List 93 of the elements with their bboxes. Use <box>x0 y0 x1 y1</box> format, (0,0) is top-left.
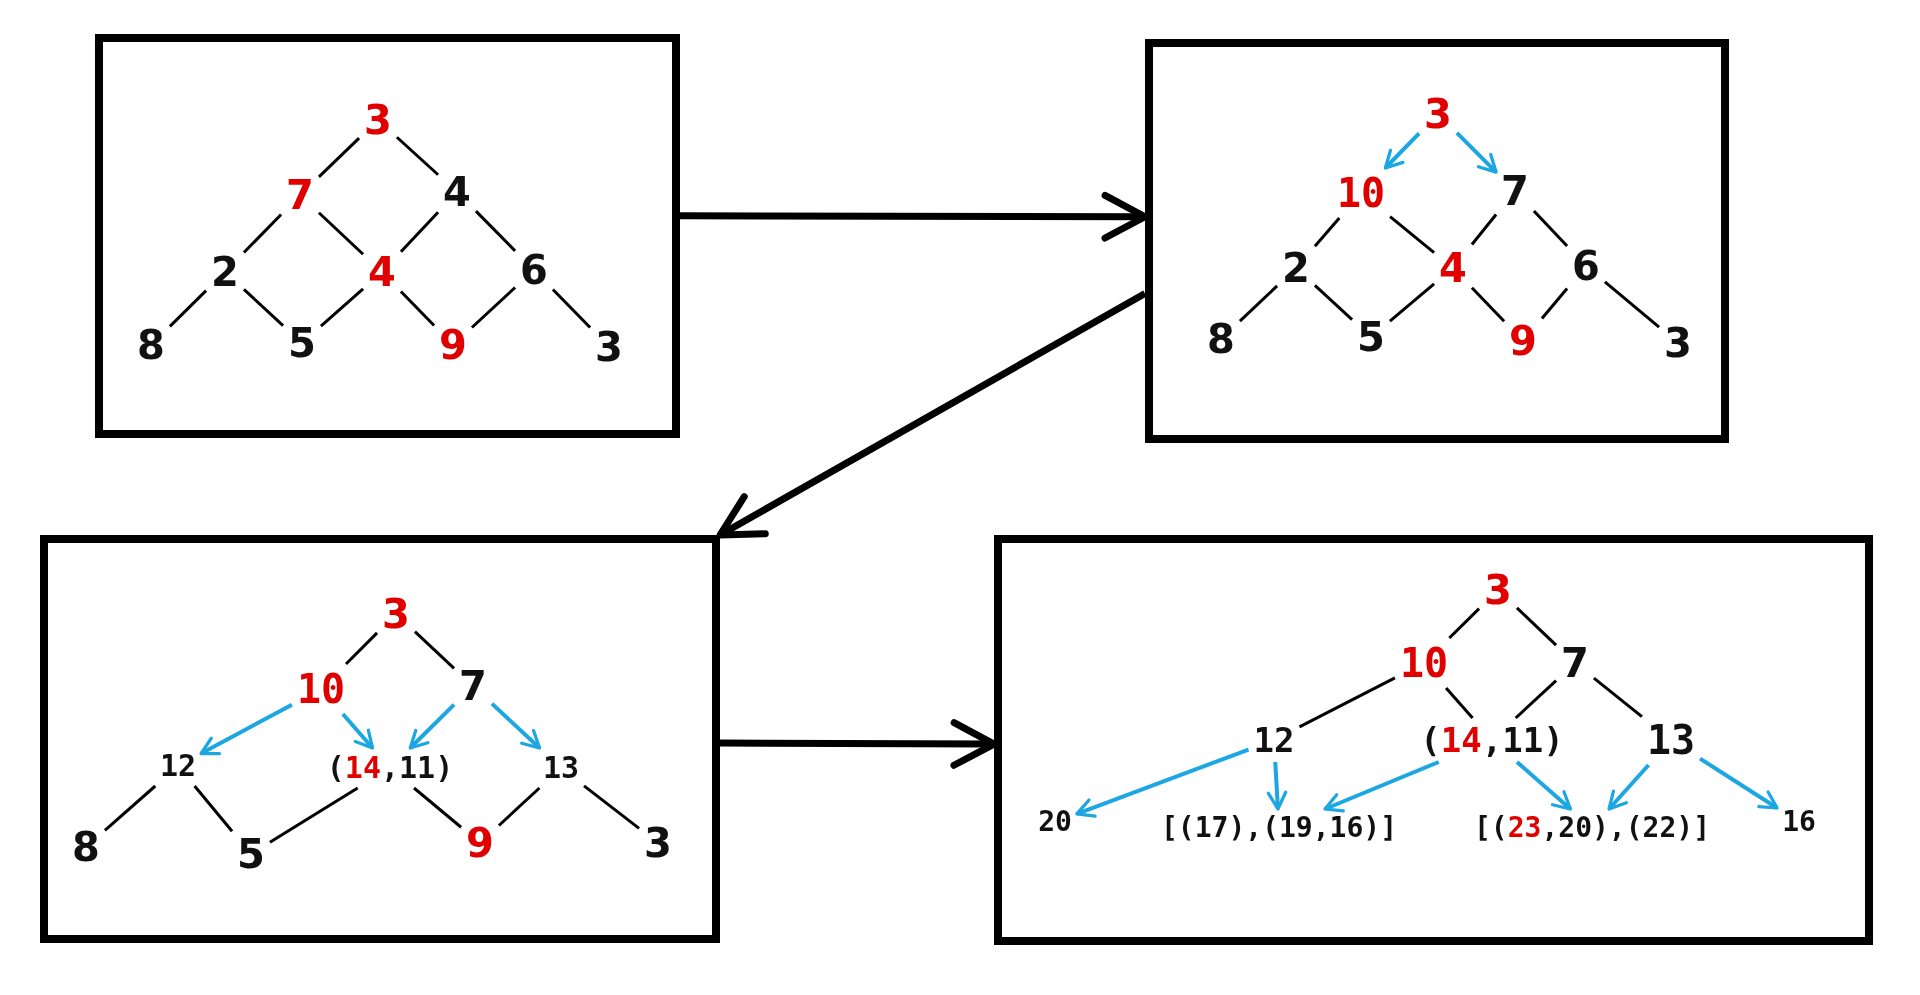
node-value: 8 <box>137 325 165 365</box>
node-value: 9 <box>466 823 494 863</box>
node-value: 4 <box>368 252 396 292</box>
tree-line <box>1313 284 1354 321</box>
node-value: 3 <box>1484 570 1512 610</box>
tree-panel <box>40 535 720 943</box>
tree-line <box>1298 676 1396 729</box>
tree-line <box>583 784 640 830</box>
tree-line <box>1470 286 1506 323</box>
tree-line <box>474 210 517 252</box>
node-value: 7 <box>1561 643 1589 683</box>
tree-line <box>1313 217 1341 248</box>
tree-line <box>470 286 517 329</box>
node-value: 10 <box>296 669 346 709</box>
node-value: 7 <box>1501 171 1529 211</box>
arrow <box>1515 760 1573 811</box>
node-value: (14,11) <box>1420 723 1564 757</box>
tree-line <box>242 213 283 254</box>
node-value: 13 <box>1646 720 1696 760</box>
tree-line <box>1470 213 1498 246</box>
node-value: 7 <box>286 175 314 215</box>
arrow <box>1607 763 1651 811</box>
node-value: 12 <box>159 751 197 781</box>
node-value: 3 <box>1664 323 1692 363</box>
node-value: 8 <box>1207 319 1235 359</box>
node-value: 16 <box>1782 808 1816 836</box>
tree-line <box>168 289 208 328</box>
tree-panel <box>95 34 680 438</box>
tree-line <box>497 786 541 827</box>
node-value: 5 <box>237 834 265 874</box>
tree-line <box>103 784 157 832</box>
tree-line <box>1389 215 1436 254</box>
tree-line <box>317 211 365 256</box>
node-value: [(17),(19,16)] <box>1161 814 1397 842</box>
node-value: 4 <box>1439 248 1467 288</box>
node-value: 3 <box>382 594 410 634</box>
arrow <box>716 290 1147 539</box>
tree-line <box>399 211 440 253</box>
node-value: 3 <box>1424 94 1452 134</box>
arrow <box>1699 756 1779 810</box>
tree-line <box>551 288 592 329</box>
tree-line <box>1532 209 1569 248</box>
node-value: 5 <box>288 323 316 363</box>
tree-line <box>269 786 359 844</box>
arrow <box>341 712 375 750</box>
tree-line <box>317 137 361 178</box>
tree-line <box>399 290 436 327</box>
node-value: 13 <box>542 753 580 783</box>
arrow <box>490 702 542 750</box>
tree-line <box>1514 679 1558 720</box>
tree-line <box>1593 677 1643 718</box>
node-value: 2 <box>211 252 239 292</box>
node-value: 3 <box>644 823 672 863</box>
arrow <box>199 702 293 756</box>
tree-line <box>1448 607 1481 640</box>
node-value: 12 <box>1253 723 1295 757</box>
node-value: 8 <box>72 827 100 867</box>
tree-line <box>1388 282 1436 323</box>
node-value: 9 <box>1509 321 1537 361</box>
arrow <box>1075 747 1250 818</box>
node-value: 10 <box>1336 173 1386 213</box>
tree-line <box>1540 287 1569 320</box>
node-value: 4 <box>443 172 471 212</box>
tree-line <box>1444 687 1474 719</box>
tree-line <box>193 785 234 833</box>
node-value: 20 <box>1038 808 1072 836</box>
node-value: [(23,20),(22)] <box>1474 814 1710 842</box>
tree-line <box>1238 284 1279 323</box>
arrow <box>1383 132 1421 170</box>
tree-line <box>242 288 285 327</box>
tree-line <box>319 287 365 328</box>
node-value: 6 <box>520 250 548 290</box>
arrow <box>1455 131 1498 174</box>
node-value: (14,11) <box>326 753 454 783</box>
arrow <box>1266 761 1288 811</box>
node-value: 6 <box>1572 246 1600 286</box>
node-value: 2 <box>1282 248 1310 288</box>
node-value: 7 <box>459 666 487 706</box>
node-value: 3 <box>364 100 392 140</box>
tree-line <box>1603 280 1661 329</box>
node-value: 10 <box>1399 643 1449 683</box>
tree-panel <box>994 535 1873 945</box>
tree-line <box>413 630 456 670</box>
tree-line <box>413 786 463 829</box>
node-value: 3 <box>595 327 623 367</box>
node-value: 5 <box>1357 317 1385 357</box>
tree-line <box>344 631 379 666</box>
tree-line <box>1515 606 1558 647</box>
arrow <box>408 703 456 750</box>
node-value: 9 <box>439 325 467 365</box>
arrow <box>1323 760 1440 813</box>
tree-panel <box>1145 39 1729 443</box>
tree-line <box>395 136 440 176</box>
